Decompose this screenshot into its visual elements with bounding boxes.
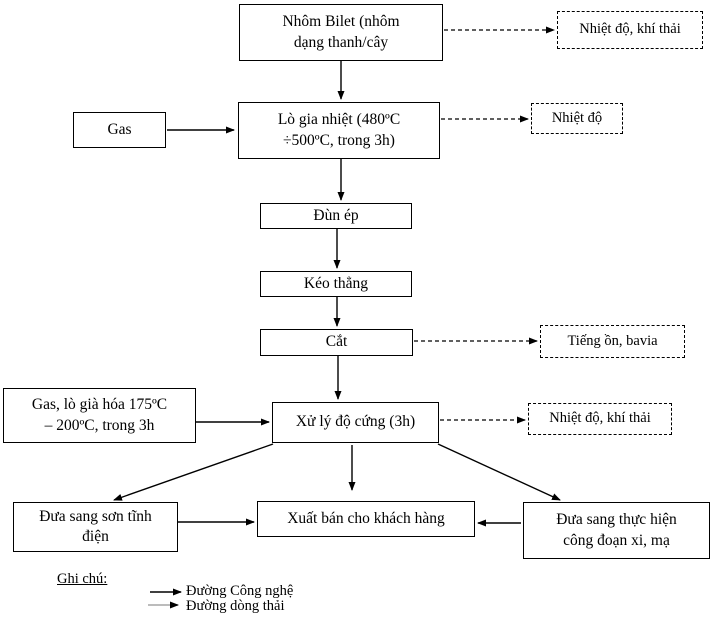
node-son-tinh-dien: Đưa sang sơn tĩnh điện: [13, 502, 178, 552]
waste-nhiet-do-khi-thai-mid: Nhiệt độ, khí thải: [528, 403, 672, 435]
waste-nhiet-do-khi-thai-top: Nhiệt độ, khí thải: [557, 11, 703, 49]
node-dun-ep: Đùn ép: [260, 203, 412, 229]
legend-title: Ghi chú:: [57, 571, 108, 587]
waste-nhiet-do: Nhiệt độ: [531, 103, 623, 134]
node-gas: Gas: [73, 112, 166, 148]
legend-label-technology: Đường Công nghệ: [186, 583, 294, 599]
legend-label-waste: Đường dòng thải: [186, 598, 285, 614]
node-xu-ly-do-cung: Xử lý độ cứng (3h): [272, 402, 439, 443]
node-nhom-bilet: Nhôm Bilet (nhôm dạng thanh/cây: [239, 4, 443, 61]
node-gas-lo-gia-hoa: Gas, lò già hóa 175ºC – 200ºC, trong 3h: [3, 388, 196, 443]
node-xi-ma: Đưa sang thực hiện công đoạn xi, mạ: [523, 502, 710, 559]
node-cat: Cắt: [260, 329, 413, 356]
node-lo-gia-nhiet: Lò gia nhiệt (480ºC ÷500ºC, trong 3h): [238, 102, 440, 159]
node-xuat-ban: Xuất bán cho khách hàng: [257, 501, 475, 537]
arrow-xuly-to-sontinh: [113, 443, 274, 501]
node-keo-thang: Kéo thẳng: [260, 271, 412, 297]
arrow-xuly-to-xima: [437, 443, 561, 501]
waste-tieng-on-bavia: Tiếng ồn, bavia: [540, 325, 685, 358]
